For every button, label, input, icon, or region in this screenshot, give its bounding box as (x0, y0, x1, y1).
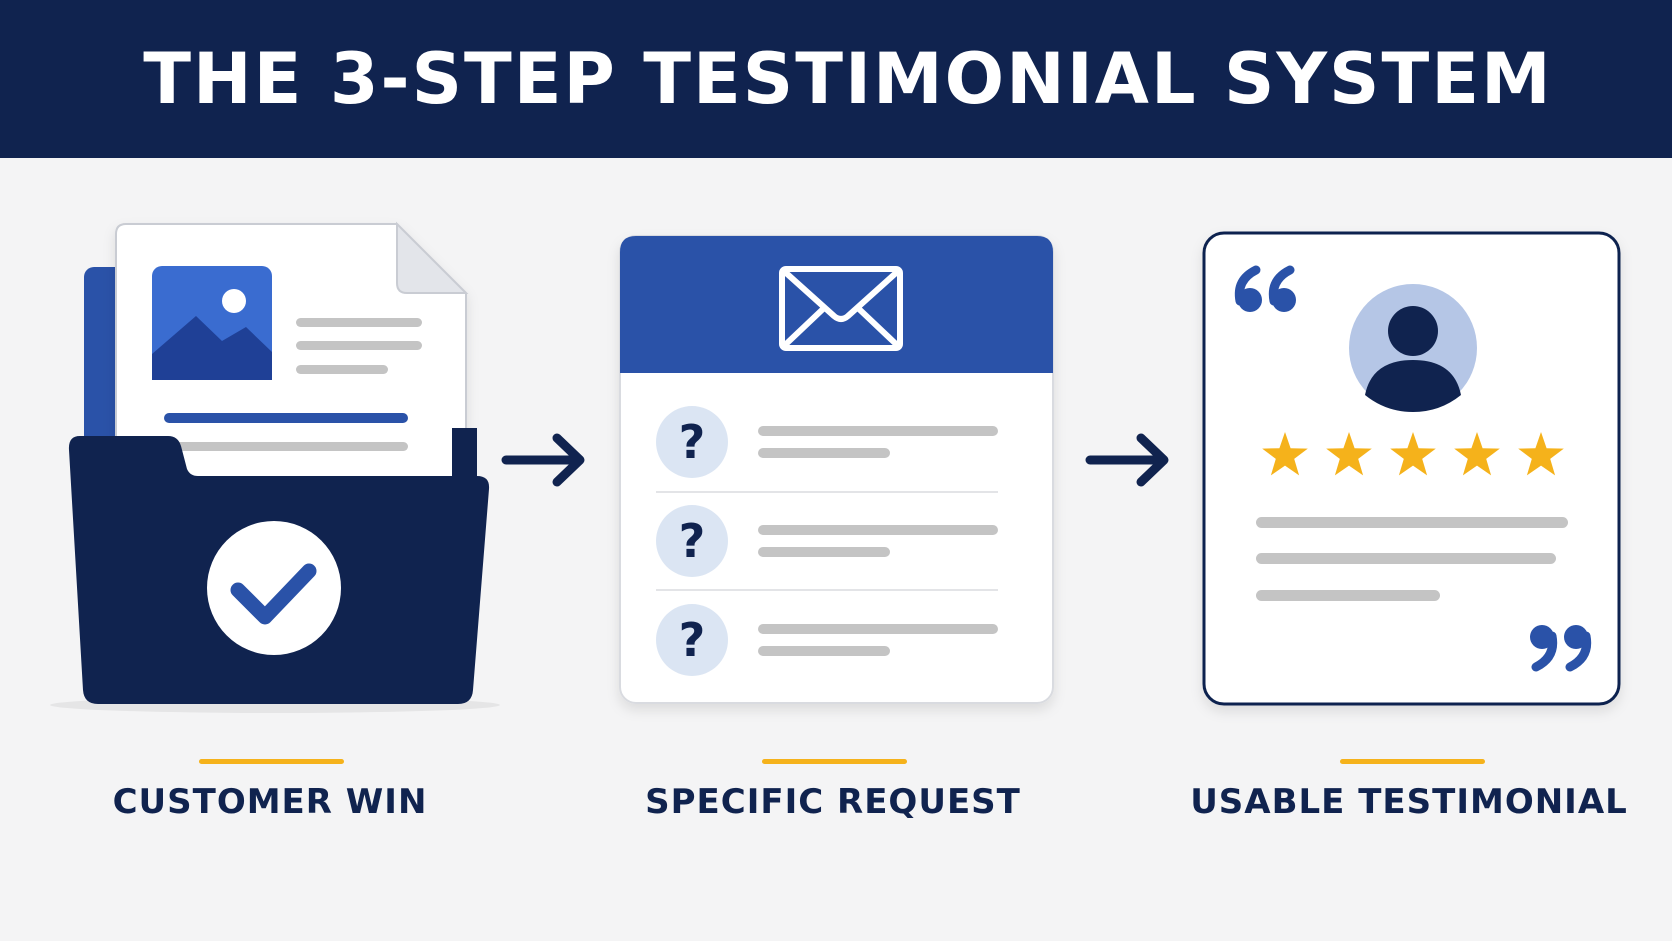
question-mark-icon: ? (656, 604, 728, 676)
checkmark-icon (207, 521, 341, 655)
question-row: ? (656, 406, 998, 478)
user-avatar-icon (1349, 284, 1477, 412)
arrow-right-icon (1085, 433, 1169, 487)
caption-accent-bar (199, 759, 344, 764)
page-title: THE 3-STEP TESTIMONIAL SYSTEM (143, 38, 1553, 120)
step-2-label: SPECIFIC REQUEST (645, 782, 1021, 822)
svg-text:?: ? (679, 613, 706, 667)
email-request-card: ? ? ? (619, 235, 1054, 704)
close-quote-icon (1530, 625, 1592, 672)
question-row: ? (656, 604, 998, 676)
customer-win-folder-icon (50, 221, 500, 713)
caption-accent-bar (762, 759, 907, 764)
image-placeholder-icon (152, 266, 272, 380)
step-3-label: USABLE TESTIMONIAL (1190, 782, 1628, 822)
question-mark-icon: ? (656, 505, 728, 577)
arrow-right-icon (501, 433, 585, 487)
step-1-label: CUSTOMER WIN (112, 782, 428, 822)
svg-text:?: ? (679, 514, 706, 568)
question-mark-icon: ? (656, 406, 728, 478)
svg-text:?: ? (679, 415, 706, 469)
testimonial-review-card (1202, 231, 1621, 706)
caption-accent-bar (1340, 759, 1485, 764)
open-quote-icon (1234, 265, 1296, 312)
five-star-rating-icon (1262, 432, 1564, 476)
question-row: ? (656, 505, 998, 577)
envelope-icon (779, 266, 903, 351)
header-banner (0, 0, 1672, 158)
